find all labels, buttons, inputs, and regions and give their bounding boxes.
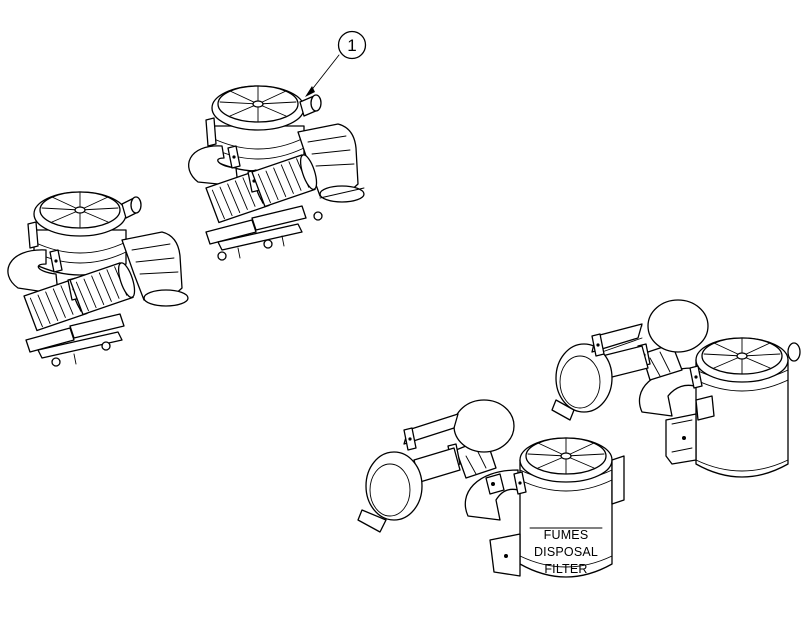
label-line-2: DISPOSAL [534, 545, 598, 559]
filter-assembly-c [551, 299, 801, 478]
filter-assembly-d [357, 399, 625, 578]
filter-assembly-a [188, 85, 365, 261]
callout-1: 1 [305, 30, 367, 97]
label-line-1: FUMES [544, 528, 589, 542]
fumes-disposal-filter-label: FUMES DISPOSAL FILTER [534, 528, 598, 576]
filter-assembly-b [7, 191, 189, 367]
label-line-3: FILTER [544, 562, 587, 576]
callout-number: 1 [347, 36, 356, 55]
